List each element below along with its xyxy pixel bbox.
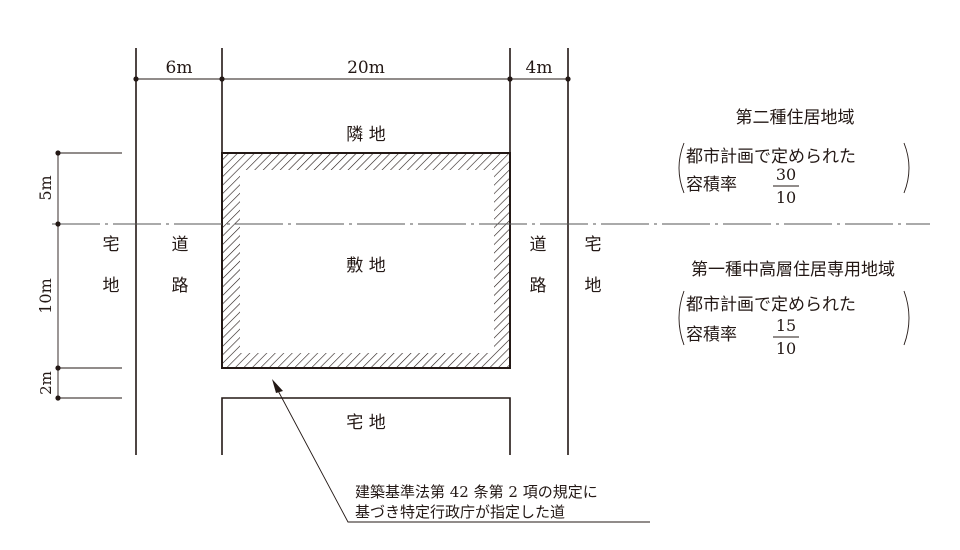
east-road-label: 道 [530,235,547,255]
south-lot-label: 宅 地 [346,413,385,433]
callout-leader [274,384,650,523]
site-boundary [221,152,511,369]
south-lot-boundary [221,397,511,455]
dim-dot [507,76,513,82]
east-lot-label: 宅 [585,235,602,255]
dim-dot [55,150,61,156]
upper-ratio-label: 容積率 [686,175,737,195]
lower-zone-note: 都市計画で定められた [686,295,856,315]
east-lot-label: 地 [585,276,602,296]
west-road-label: 路 [172,276,189,296]
west-lot-label: 地 [103,276,120,296]
dim-dot [55,395,61,401]
callout-line-1: 建築基準法第 42 条第 2 項の規定に [355,483,598,501]
upper-zone-note: 都市計画で定められた [686,147,856,167]
callout-line-2: 基づき特定行政庁が指定した道 [355,503,565,521]
dim-south-depth: 10m [36,278,55,314]
dim-dot [55,365,61,371]
paren-right [903,290,910,346]
dim-road-west: 6m [166,58,193,78]
paren-right [903,142,910,194]
upper-ratio-numerator: 30 [776,165,796,184]
dim-north-depth: 5m [36,175,55,200]
lower-ratio-denominator: 10 [776,339,796,358]
west-road-label: 道 [172,235,189,255]
upper-ratio-denominator: 10 [776,188,796,207]
dim-dot [55,221,61,227]
west-lot-label: 宅 [103,235,120,255]
lower-ratio-label: 容積率 [686,325,737,345]
paren-left [678,290,685,346]
lower-ratio-numerator: 15 [776,316,796,335]
north-neighbor-label: 隣 地 [346,125,385,145]
dim-site-width: 20m [347,58,385,78]
dim-dot [565,76,571,82]
dim-gap-depth: 2m [37,371,55,395]
east-road-label: 路 [530,276,547,296]
lower-zone-name: 第一種中高層住居専用地域 [691,260,895,280]
paren-left [678,142,685,194]
dim-road-east: 4m [526,58,553,78]
dim-dot [219,76,225,82]
upper-zone-name: 第二種住居地域 [736,108,855,128]
callout-arrowhead [272,379,283,393]
dim-dot [133,76,139,82]
site-label: 敷 地 [346,256,385,276]
